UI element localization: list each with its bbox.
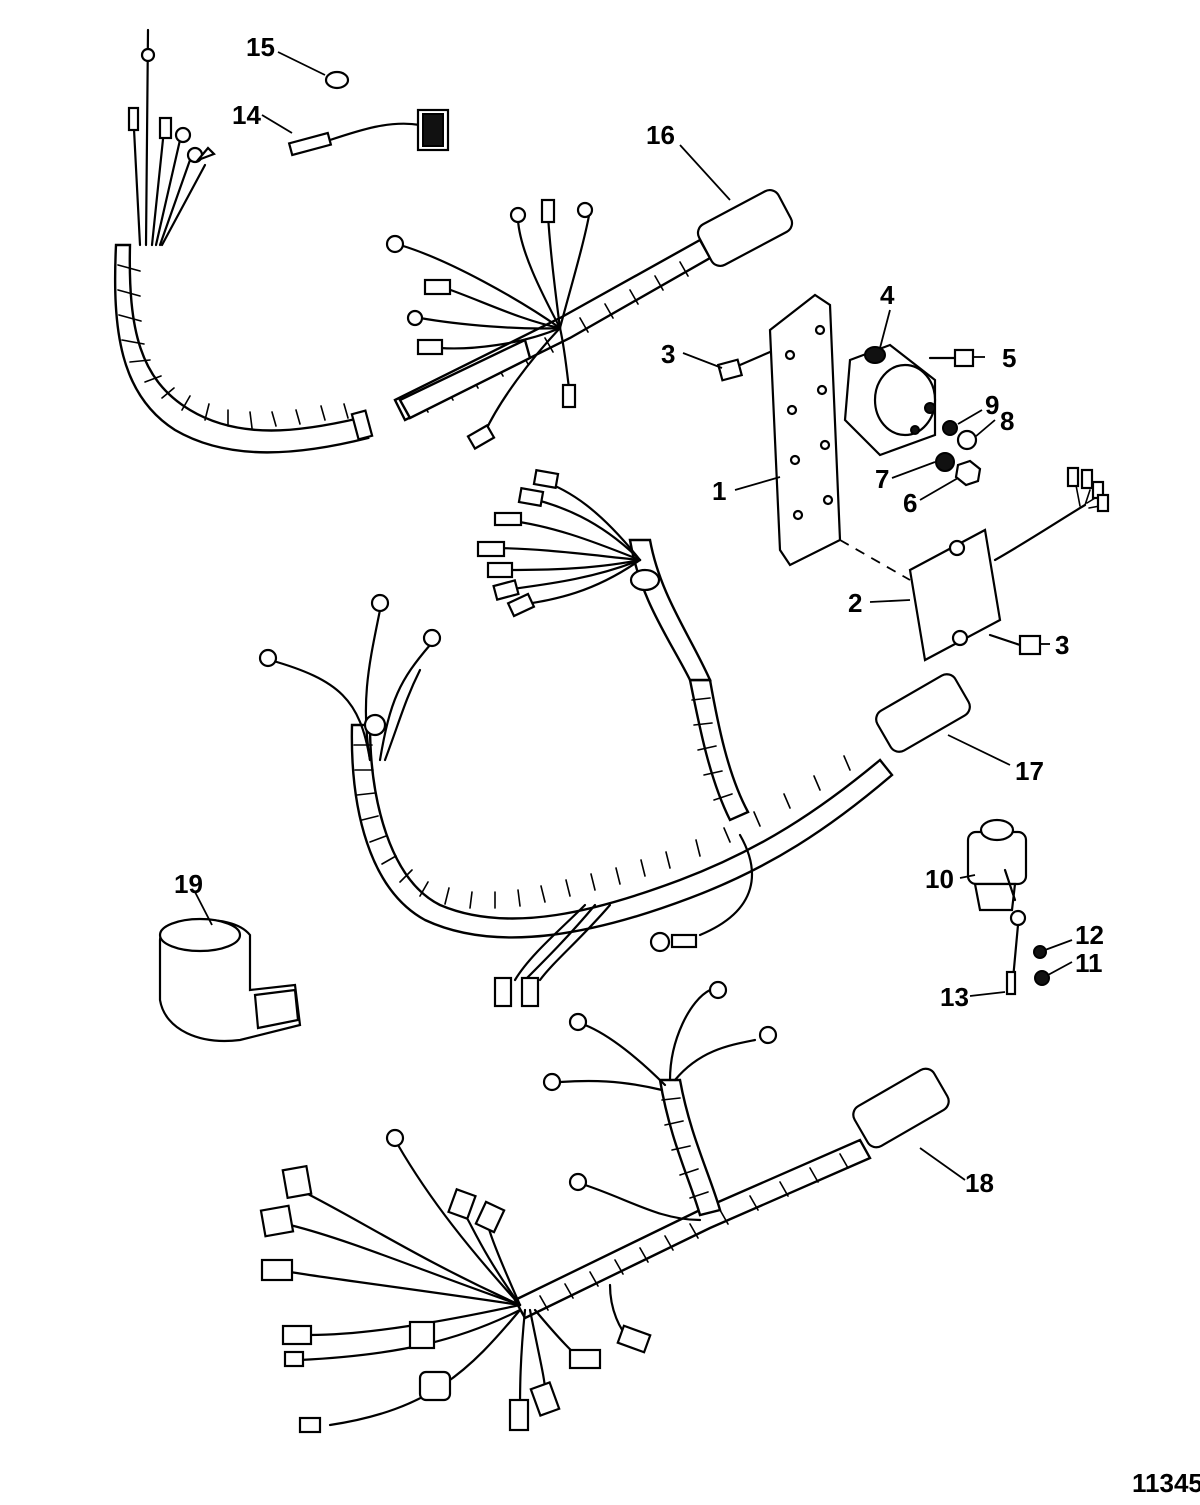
harness-18: [259, 980, 950, 1434]
callout-labels: 1 2 3 3 4 5 6 7 8 9 10 11 12 13 14 15 16…: [174, 32, 1104, 1198]
harness-17: [258, 468, 971, 1008]
callout-7: 7: [875, 464, 889, 494]
callout-13: 13: [940, 982, 969, 1012]
terminal-13: [1005, 909, 1027, 996]
callout-4: 4: [880, 280, 895, 310]
connector-14: [287, 108, 450, 157]
screw-3-upper: [716, 350, 772, 382]
callout-11: 11: [1075, 948, 1103, 978]
callout-10: 10: [925, 864, 954, 894]
lockwasher-7: [935, 452, 955, 472]
nut-11: [1034, 970, 1050, 986]
screw-5: [928, 348, 975, 368]
callout-1: 1: [712, 476, 726, 506]
callout-18: 18: [965, 1168, 994, 1198]
nut-6: [954, 459, 982, 487]
callout-16: 16: [646, 120, 675, 150]
callout-12: 12: [1075, 920, 1104, 950]
callout-17: 17: [1015, 756, 1044, 786]
leader-lines: [194, 51, 1073, 1181]
callout-8: 8: [1000, 406, 1014, 436]
callout-14: 14: [232, 100, 261, 130]
rectifier-2: [908, 466, 1110, 662]
lockwasher-9: [942, 420, 958, 436]
solenoid-4: [843, 343, 937, 457]
terminal-boot-19: [158, 917, 302, 1042]
callout-15: 15: [246, 32, 275, 62]
ring-15: [324, 70, 350, 90]
screw-3-lower: [988, 633, 1042, 656]
nut-8: [956, 429, 978, 451]
lockwasher-12: [1033, 945, 1047, 959]
switch-10: [966, 818, 1028, 912]
callout-9: 9: [985, 390, 999, 420]
mounting-bracket-1: [768, 293, 842, 567]
callout-5: 5: [1002, 343, 1016, 373]
figure-number: 11345: [1132, 1468, 1200, 1498]
sheathed-wire-bundle: [113, 28, 374, 454]
callout-6: 6: [903, 488, 917, 518]
harness-16: [385, 188, 794, 451]
callout-3-upper: 3: [661, 339, 675, 369]
callout-2: 2: [848, 588, 862, 618]
assembly-dash-line: [839, 539, 911, 581]
callout-3-lower: 3: [1055, 630, 1069, 660]
callout-19: 19: [174, 869, 203, 899]
